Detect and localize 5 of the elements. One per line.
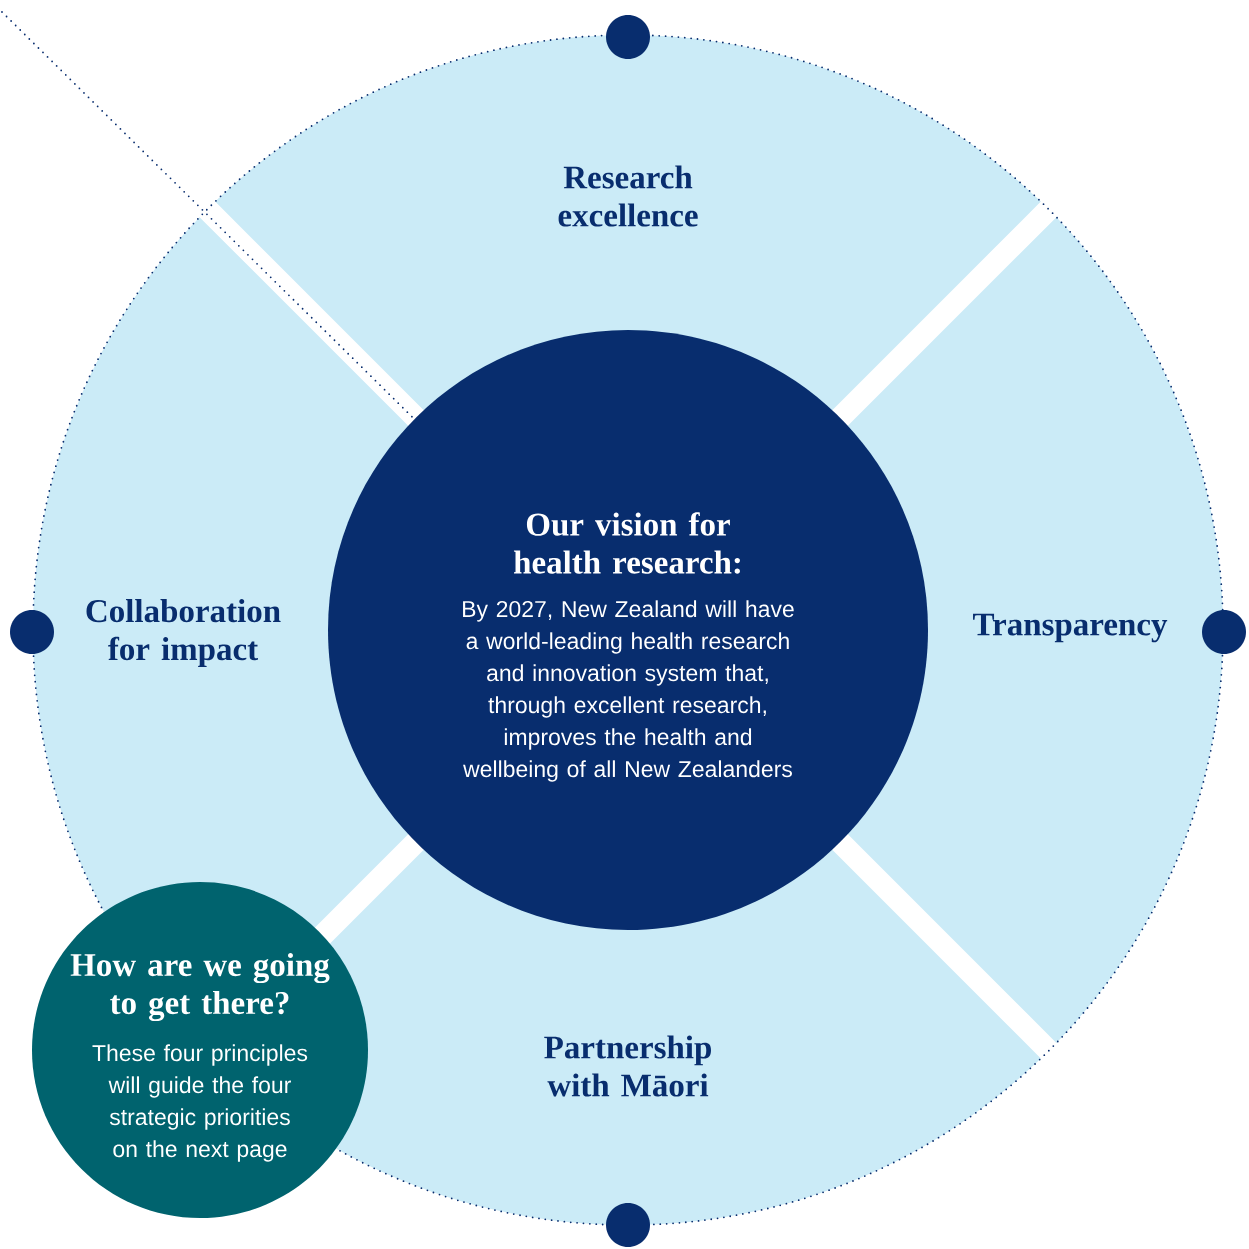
quadrant-segment: Transparency: [847, 217, 1223, 1043]
circle-panel: Our vision for health research: By 2027, New Zealand will have a world-leading health research and innovation system that, through excellent research, improves the health and wellbeing of all New Zealanders: [328, 330, 928, 930]
quadrant-segment: Research excellence: [215, 35, 1041, 411]
circle-panel: How are we going to get there? These four principles will guide the four strategic priorities on the next page: [32, 882, 368, 1218]
leader-line: [1, 11, 416, 420]
